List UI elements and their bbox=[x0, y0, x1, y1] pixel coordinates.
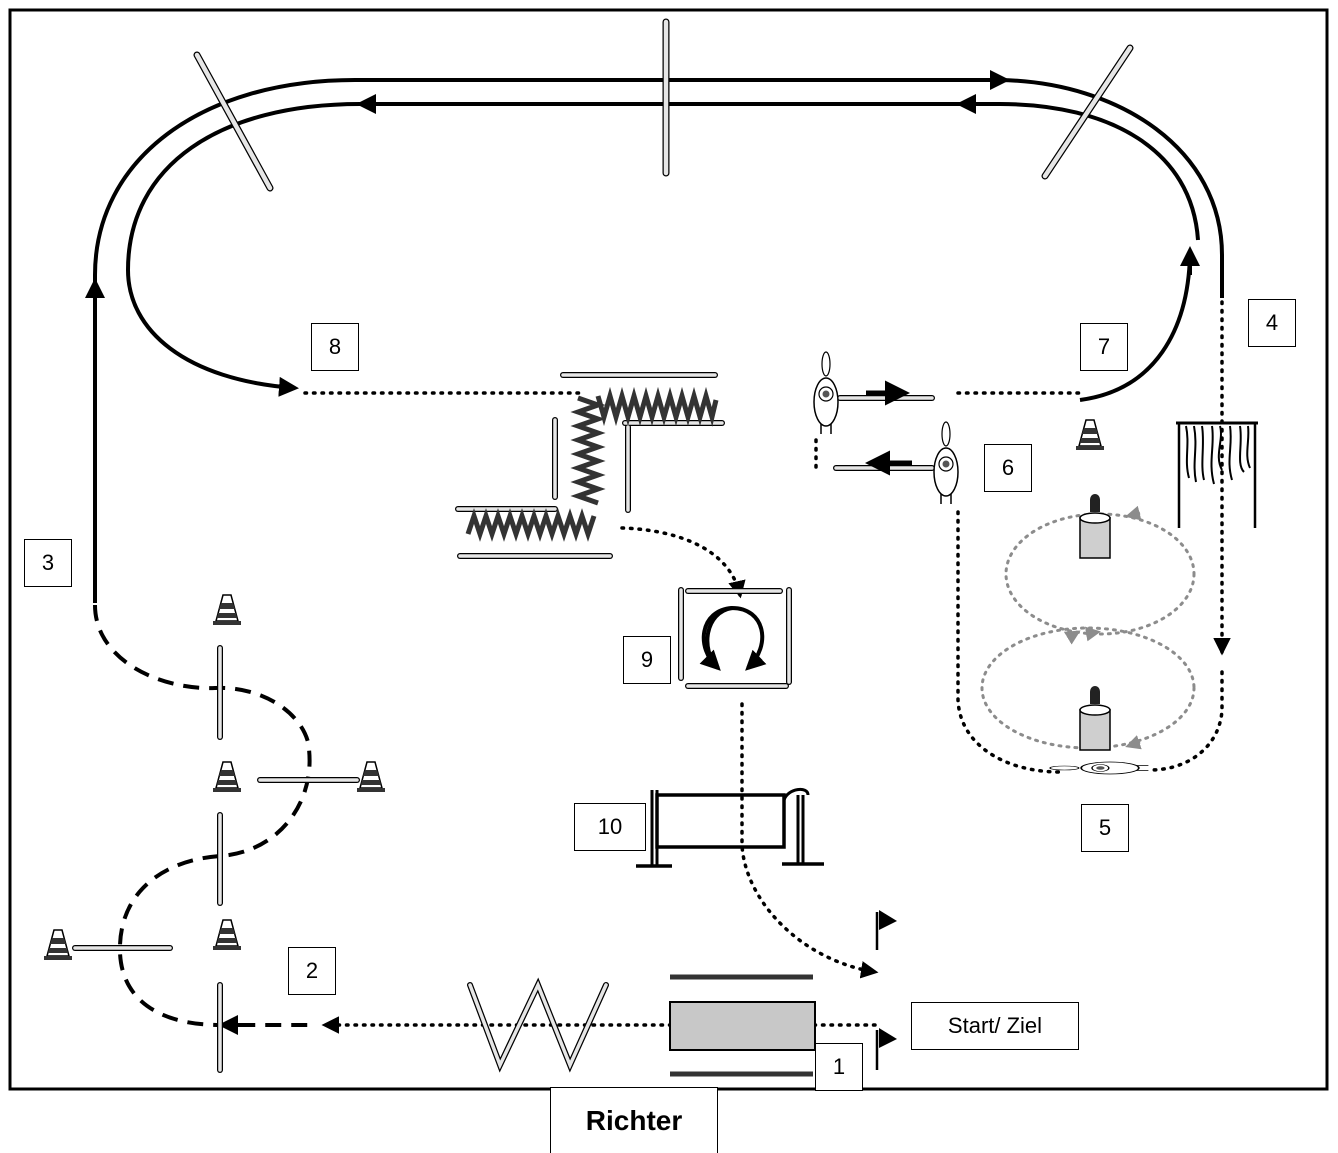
barrel-with-bell-bottom bbox=[1079, 686, 1111, 751]
station-label-4: 4 bbox=[1248, 299, 1296, 347]
barrel-with-bell-top bbox=[1079, 494, 1111, 559]
cone-icon bbox=[1075, 419, 1105, 451]
inner-track-path bbox=[125, 102, 1200, 402]
cone-icon bbox=[356, 761, 386, 793]
pole-top-right bbox=[1041, 44, 1134, 180]
start-finish-label: Start/ Ziel bbox=[911, 1002, 1079, 1050]
station-label-2: 2 bbox=[288, 947, 336, 995]
station-label-3: 3 bbox=[24, 539, 72, 587]
path-station-5-left bbox=[956, 510, 1062, 774]
station-9-box bbox=[678, 587, 792, 689]
labyrinth-obstacle bbox=[455, 372, 725, 559]
path-station-4-bottom bbox=[1148, 670, 1224, 772]
zigzag-poles bbox=[467, 977, 609, 1073]
cone-icon bbox=[212, 761, 242, 793]
station-label-6: 6 bbox=[984, 444, 1032, 492]
gate-obstacle bbox=[636, 787, 824, 868]
station-label-8: 8 bbox=[311, 323, 359, 371]
flag-icon bbox=[875, 910, 897, 950]
station-label-9: 9 bbox=[623, 636, 671, 684]
slalom-poles bbox=[72, 645, 360, 1073]
cone-icon bbox=[43, 929, 73, 961]
bridge-obstacle bbox=[669, 974, 816, 1077]
station-label-5: 5 bbox=[1081, 804, 1129, 852]
station-label-10: 10 bbox=[574, 803, 646, 851]
curtain-obstacle bbox=[1176, 421, 1258, 528]
figure-eight-arrows bbox=[1063, 505, 1142, 750]
cone-icon bbox=[212, 919, 242, 951]
flag-icon bbox=[875, 1028, 897, 1070]
cone-icon bbox=[212, 594, 242, 626]
outer-track-path bbox=[93, 78, 1224, 603]
station-label-1: 1 bbox=[815, 1043, 863, 1091]
path-to-station-9 bbox=[620, 526, 746, 599]
backup-poles bbox=[833, 380, 935, 476]
slalom-path bbox=[93, 604, 312, 1027]
horse-top-view-1 bbox=[813, 351, 839, 435]
pole-top-left bbox=[193, 51, 274, 192]
horse-top-view-2 bbox=[933, 421, 959, 505]
station-label-7: 7 bbox=[1080, 323, 1128, 371]
judge-label: Richter bbox=[550, 1087, 718, 1153]
path-to-finish bbox=[740, 702, 879, 979]
horse-lying-view bbox=[1049, 761, 1150, 775]
